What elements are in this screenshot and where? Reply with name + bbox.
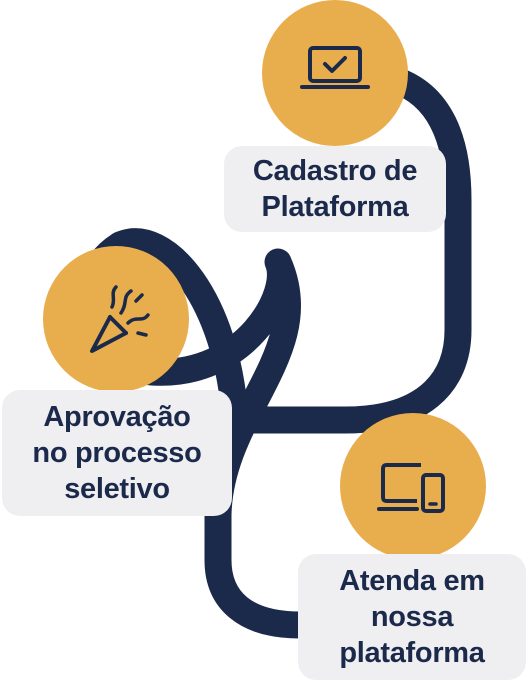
step-3-line-2: nossa [370, 601, 454, 633]
party-popper-icon [90, 285, 150, 353]
step-2-label: Aprovação no processo seletivo [2, 390, 232, 516]
step-1-line-1: Cadastro de [252, 155, 418, 187]
step-3-line-3: plataforma [339, 637, 485, 669]
step-3-label: Atenda em nossa plataforma [298, 554, 526, 680]
step-3-line-1: Atenda em [339, 565, 485, 597]
step-1-label: Cadastro de Plataforma [224, 146, 446, 232]
step-3-circle [340, 413, 486, 559]
step-2-line-2: no processo [32, 437, 202, 469]
laptop-check-icon [300, 46, 370, 89]
step-2-circle [43, 246, 189, 392]
step-1-line-2: Plataforma [261, 191, 409, 223]
step-1-circle [262, 0, 408, 146]
step-2-line-1: Aprovação [43, 401, 191, 433]
step-2-line-3: seletivo [64, 473, 170, 505]
devices-icon [377, 463, 445, 513]
